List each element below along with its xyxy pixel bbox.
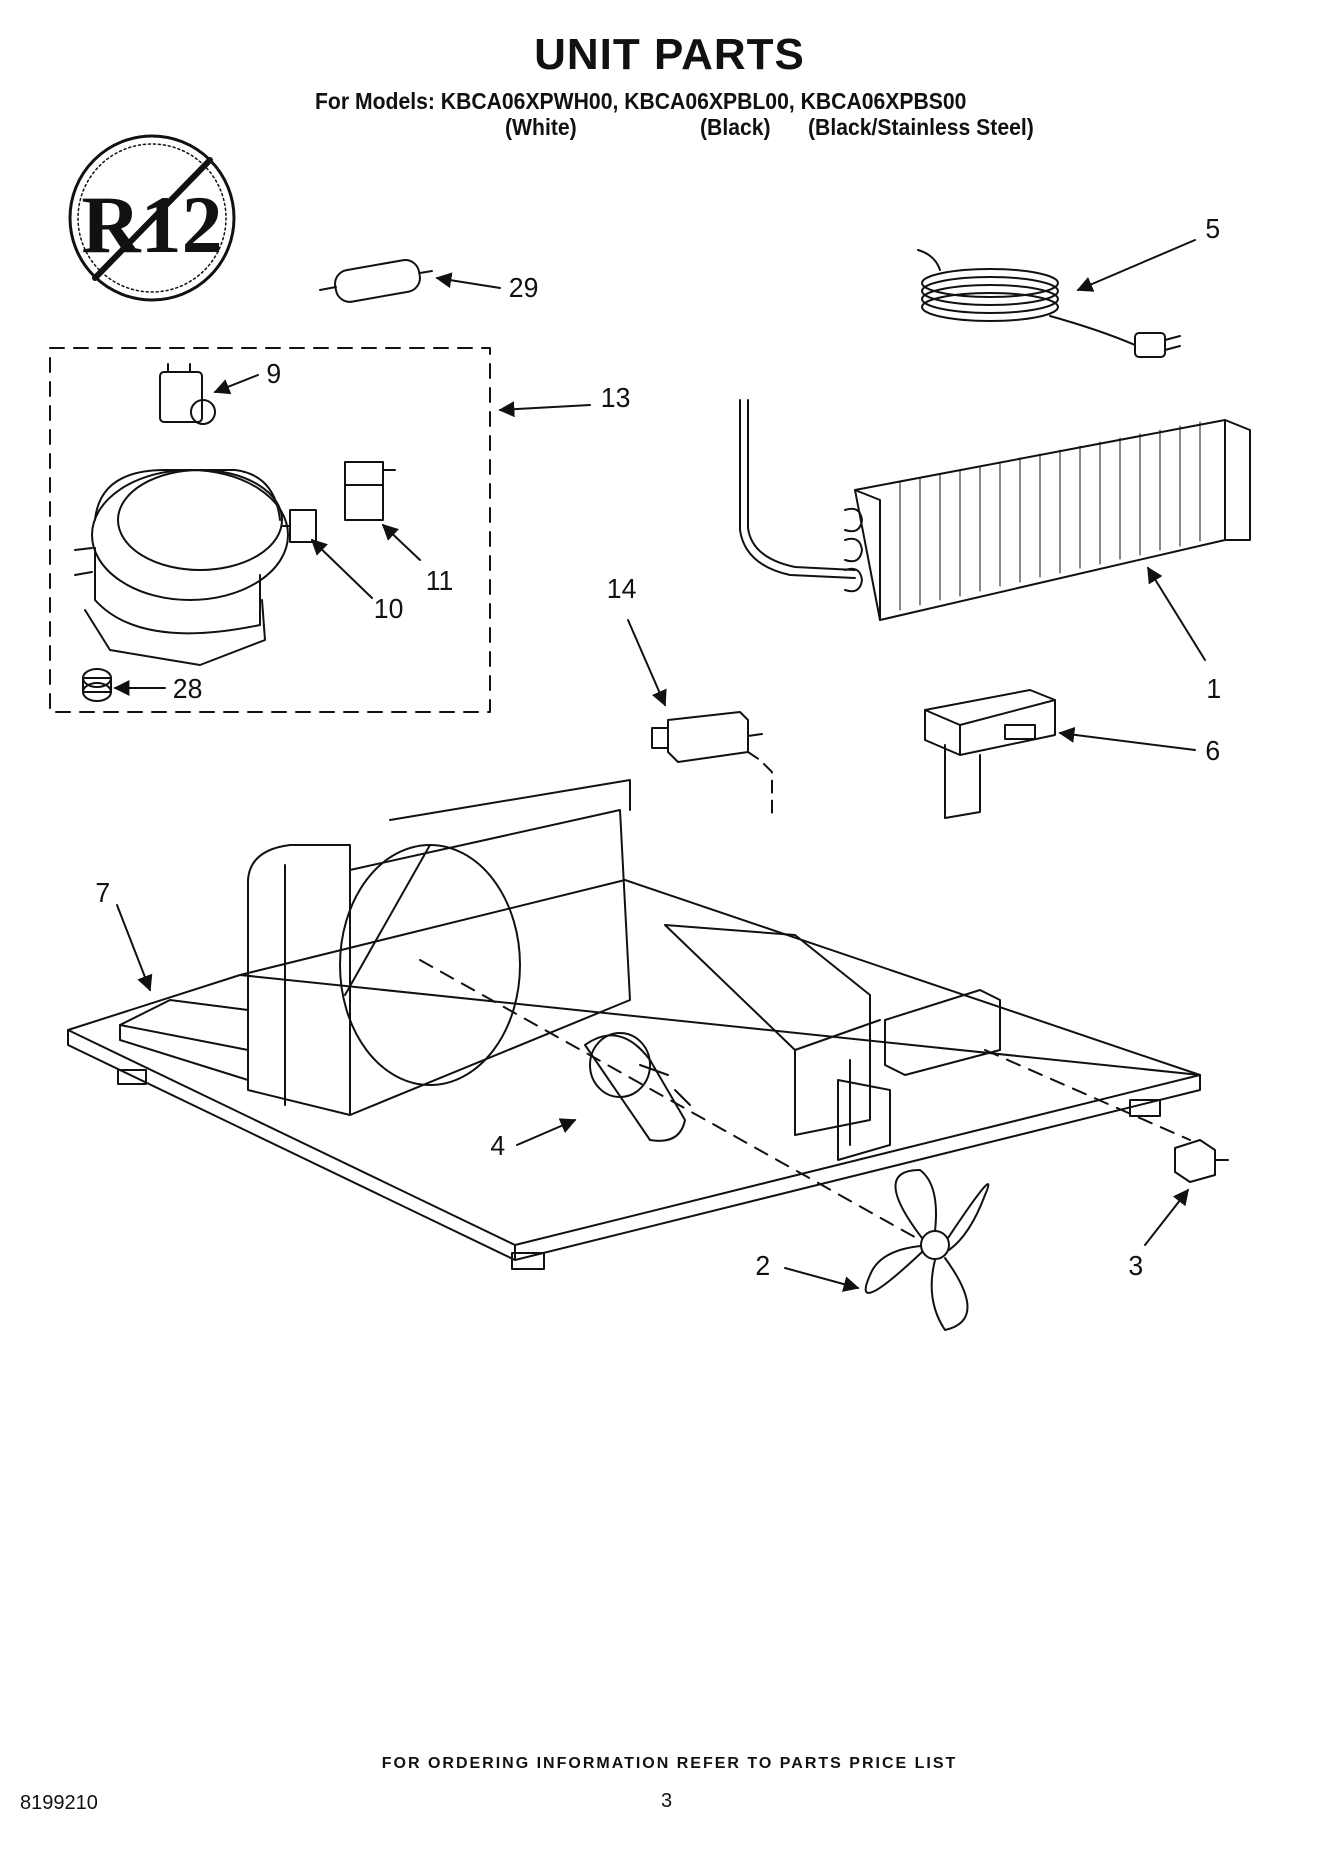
leader-4	[516, 1118, 577, 1146]
callout-13: 13	[600, 382, 631, 413]
assembly-line	[419, 959, 921, 1241]
callout-7: 7	[95, 877, 111, 908]
callout-14: 14	[606, 573, 637, 604]
fan-shroud-icon	[247, 779, 631, 1116]
compressor-icon	[74, 469, 289, 666]
callout-5: 5	[1205, 213, 1221, 244]
start-relay-icon	[282, 509, 317, 543]
grommet-icon	[82, 668, 112, 702]
leader-13	[498, 401, 591, 418]
relay-cover-icon	[344, 461, 396, 521]
fan-blade-icon	[864, 1169, 990, 1331]
rocker-switch-icon	[651, 711, 773, 821]
variant-stainless: (Black/Stainless Steel)	[808, 114, 1034, 140]
leader-2	[784, 1267, 860, 1292]
mounting-bracket-icon	[664, 924, 1001, 1161]
page-title: UNIT PARTS	[534, 30, 805, 79]
pan-feet-icon	[117, 1069, 1161, 1270]
page-number: 3	[661, 1790, 673, 1812]
power-cord-icon	[917, 249, 1181, 358]
fan-motor-icon	[584, 1032, 691, 1142]
condenser-icon	[739, 399, 1251, 621]
compressor-kit-box	[49, 347, 491, 713]
leader-3	[1144, 1188, 1189, 1246]
callout-9: 9	[266, 358, 282, 389]
filter-drier-icon	[319, 258, 433, 303]
callout-3: 3	[1128, 1250, 1144, 1281]
svg-text:R12: R12	[81, 179, 222, 270]
variant-white: (White)	[505, 114, 577, 140]
no-r12-refrigerant-icon: R12	[68, 134, 236, 302]
leader-11	[381, 523, 421, 561]
callout-29: 29	[508, 272, 539, 303]
leader-5	[1076, 239, 1196, 292]
overload-protector-icon	[159, 363, 216, 425]
leveling-foot-icon	[1174, 1139, 1229, 1183]
leader-10	[310, 538, 373, 599]
callout-1: 1	[1206, 673, 1222, 704]
document-number: 8199210	[20, 1792, 98, 1814]
callout-28: 28	[172, 673, 203, 704]
leader-29	[435, 272, 501, 289]
drip-tray-icon	[119, 999, 249, 1081]
variant-black: (Black)	[700, 114, 771, 140]
leader-9	[213, 374, 259, 395]
leader-7	[116, 904, 153, 992]
callout-4: 4	[490, 1130, 506, 1161]
callout-2: 2	[755, 1250, 771, 1281]
leader-1	[1147, 566, 1206, 661]
leader-14	[627, 619, 667, 707]
control-box-icon	[924, 689, 1056, 819]
assembly-line-2	[984, 1049, 1191, 1141]
models-line: For Models: KBCA06XPWH00, KBCA06XPBL00, …	[315, 88, 967, 114]
leader-6	[1058, 726, 1196, 751]
ordering-note: FOR ORDERING INFORMATION REFER TO PARTS …	[381, 1755, 958, 1772]
callout-10: 10	[373, 593, 404, 624]
callout-6: 6	[1205, 735, 1221, 766]
callout-11: 11	[425, 565, 454, 596]
